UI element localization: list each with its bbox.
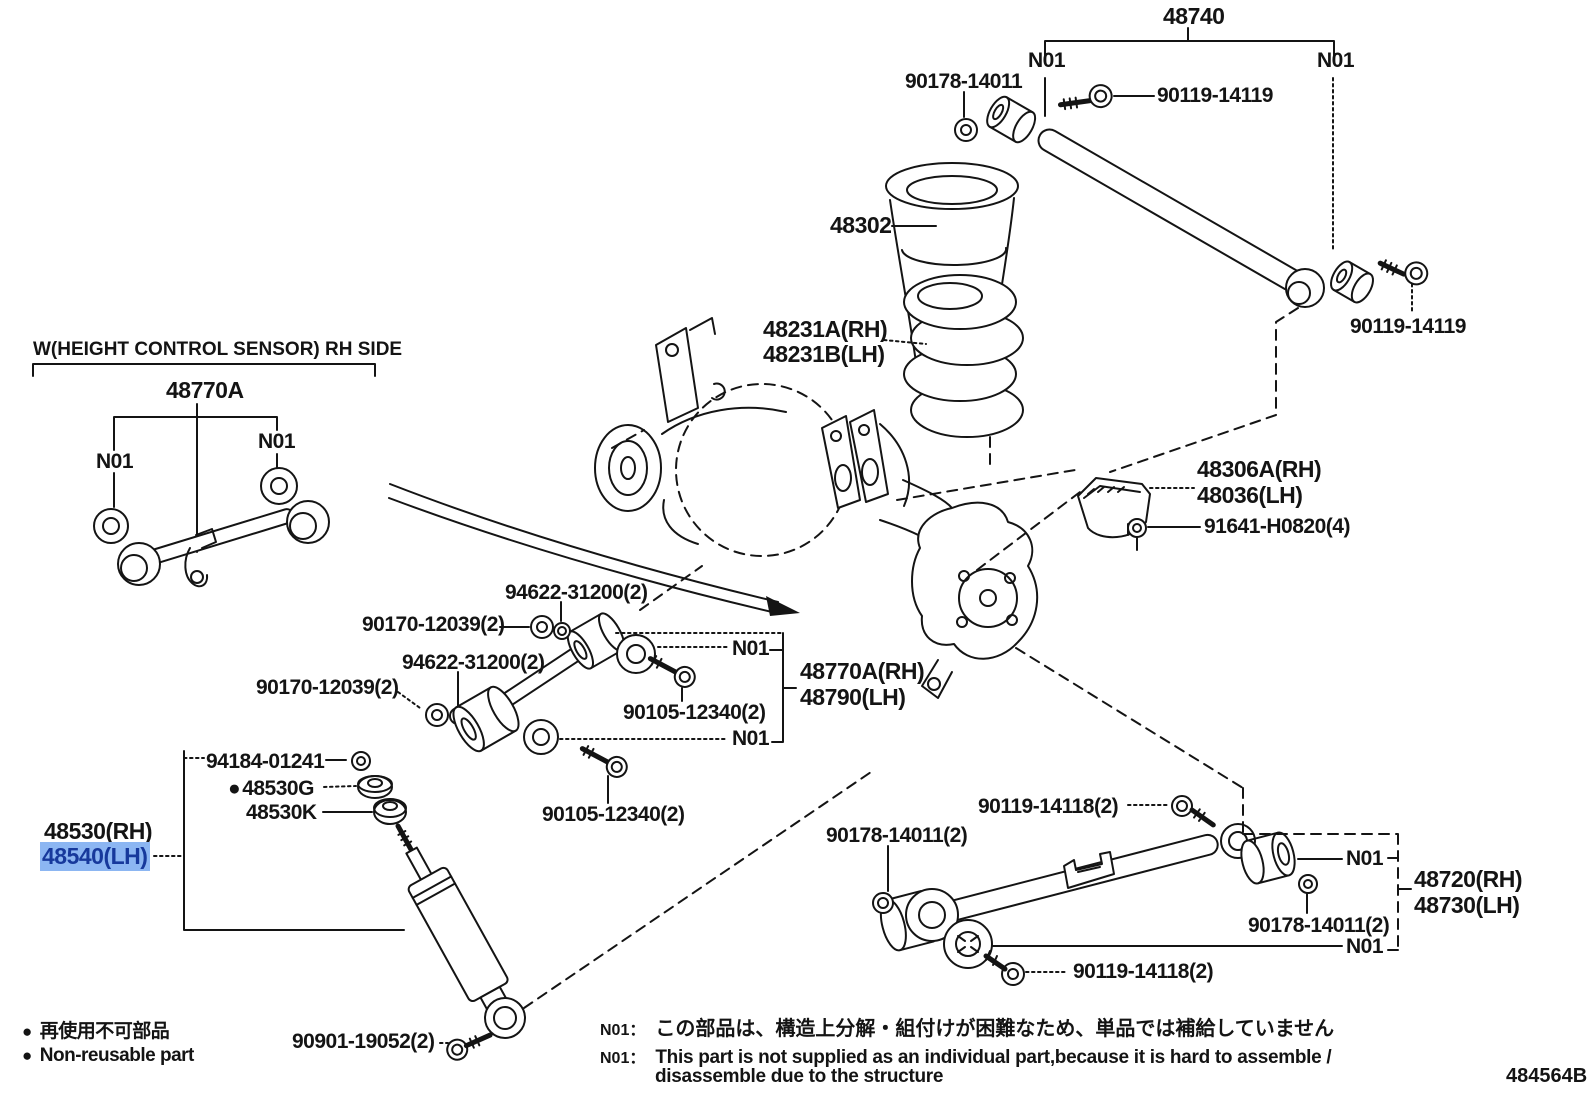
note-n01-japanese: N01： この部品は、構造上分解・組付けが困難なため、単品では補給していません [600, 1018, 1335, 1040]
pointer-arrow [388, 483, 800, 616]
part-label-90178-14011-arm-right[interactable]: 90178-14011(2) [1248, 914, 1390, 937]
part-label-90119-14118-top[interactable]: 90119-14118(2) [978, 795, 1119, 818]
callout-n01-rod-right: N01 [1317, 49, 1355, 72]
part-label-48530k[interactable]: 48530K [246, 801, 317, 824]
note-prefix: N01： [600, 1050, 646, 1067]
spring-bumper-drawing [1077, 477, 1201, 551]
non-reusable-bullet: ● [22, 1022, 32, 1041]
part-label-48530-rh[interactable]: 48530(RH) [44, 818, 153, 844]
callout-n01-trailing-upper: N01 [1346, 847, 1384, 870]
legend-non-reusable-en: ●Non-reusable part [22, 1045, 194, 1066]
non-reusable-bullet: ● [228, 777, 241, 800]
part-label-90170-12039-2[interactable]: 90170-12039(2) [256, 676, 399, 699]
sensor-rod-drawing [32, 363, 376, 588]
part-label-91641-h0820[interactable]: 91641-H0820(4) [1204, 515, 1350, 538]
part-label-48306a-rh[interactable]: 48306A(RH) [1197, 456, 1322, 482]
part-label-90119-14119-top[interactable]: 90119-14119 [1157, 84, 1273, 107]
part-label-90170-12039-1[interactable]: 90170-12039(2) [362, 613, 505, 636]
part-label-90901-19052[interactable]: 90901-19052(2) [292, 1030, 435, 1053]
shock-absorber-drawing [153, 750, 875, 1061]
note-n01-english-line2: disassemble due to the structure [655, 1066, 944, 1087]
part-label-48730-lh[interactable]: 48730(LH) [1414, 892, 1520, 918]
part-label-48720-rh[interactable]: 48720(RH) [1414, 866, 1523, 892]
legend-non-reusable-jp: ●再使用不可部品 [22, 1021, 170, 1042]
part-label-94622-31200-2[interactable]: 94622-31200(2) [402, 651, 545, 674]
part-label-48231b[interactable]: 48231B(LH) [763, 341, 885, 367]
part-label-90178-14011-arm-left[interactable]: 90178-14011(2) [826, 824, 968, 847]
callout-n01-sensor-right: N01 [258, 430, 296, 453]
part-label-48530g[interactable]: ●48530G [228, 777, 314, 800]
part-label-90105-12340-2[interactable]: 90105-12340(2) [542, 803, 685, 826]
part-label-48302[interactable]: 48302 [830, 212, 892, 238]
part-label-90119-14118-bottom[interactable]: 90119-14118(2) [1073, 960, 1214, 983]
lateral-rod-drawing [954, 27, 1429, 473]
callout-n01-trailing-lower: N01 [1346, 935, 1384, 958]
part-label-90119-14119-right[interactable]: 90119-14119 [1350, 315, 1466, 338]
part-label-94184-01241[interactable]: 94184-01241 [206, 750, 325, 773]
part-label-48740[interactable]: 48740 [1163, 3, 1225, 29]
part-label-48231a[interactable]: 48231A(RH) [763, 316, 888, 342]
doc-number: 484564B [1506, 1065, 1588, 1087]
trailing-arm-drawing [872, 787, 1412, 986]
part-label-48770a[interactable]: 48770A [166, 377, 244, 403]
part-label-48036-lh[interactable]: 48036(LH) [1197, 482, 1303, 508]
part-label-90105-12340-1[interactable]: 90105-12340(2) [623, 701, 766, 724]
note-n01-english-line1: N01： This part is not supplied as an ind… [600, 1044, 1332, 1069]
callout-n01-midarm-lower: N01 [732, 727, 770, 750]
part-label-94622-31200-1[interactable]: 94622-31200(2) [505, 581, 648, 604]
mid-lateral-rod-drawing [397, 601, 797, 804]
part-label-48540-lh-selected[interactable]: 48540(LH) [40, 842, 151, 871]
note-prefix: N01： [600, 1022, 646, 1039]
part-label-48770a-rh[interactable]: 48770A(RH) [800, 658, 925, 684]
callout-n01-rod-left: N01 [1028, 49, 1066, 72]
coil-spring-drawing [883, 274, 1024, 468]
part-label-90178-14011-top[interactable]: 90178-14011 [905, 70, 1023, 93]
non-reusable-bullet: ● [22, 1046, 32, 1065]
callout-n01-sensor-left: N01 [96, 450, 134, 473]
header-height-control-sensor: W(HEIGHT CONTROL SENSOR) RH SIDE [33, 339, 403, 360]
axle-housing-drawing [594, 317, 1244, 789]
part-label-48790-lh[interactable]: 48790(LH) [800, 684, 906, 710]
callout-n01-midarm-upper: N01 [732, 637, 770, 660]
